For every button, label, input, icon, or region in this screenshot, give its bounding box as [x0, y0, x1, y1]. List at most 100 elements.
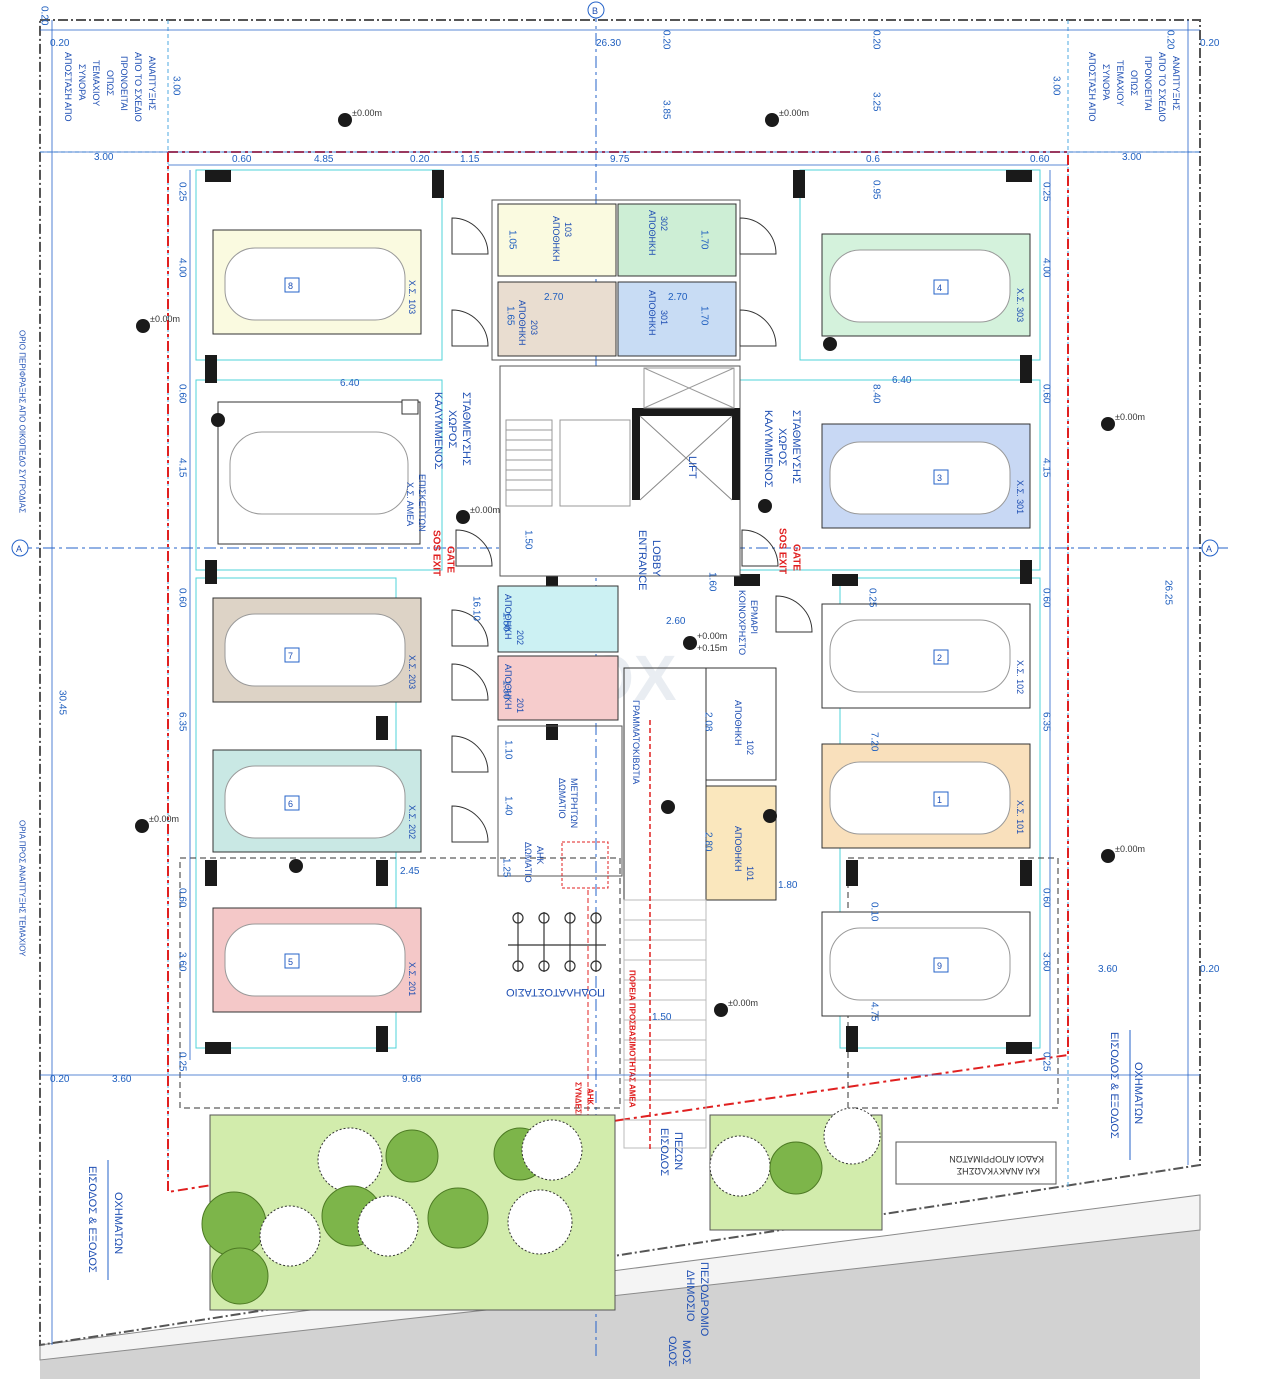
- axis-bubble-icon: [11, 539, 29, 557]
- dim: 0.60: [1041, 888, 1052, 908]
- ahk-room-label-1: ΔΩΜΑΤΙΟ: [523, 842, 533, 883]
- axis-marker-left: A: [11, 539, 29, 557]
- covered-parking-text: ΚΑΛΥΜΜΕΝΟΣ: [762, 410, 774, 488]
- vehicle-access-text: ΕΙΣΟΔΟΣ & ΕΞΟΔΟΣ: [1108, 1032, 1120, 1139]
- level-markers: [135, 113, 1115, 1017]
- recycling-label-1: ΚΑΔΟΙ ΑΠΟΡΡΙΜΑΤΩΝ: [949, 1154, 1044, 1164]
- dim: 9.66: [402, 1074, 422, 1085]
- dim: 4.15: [1041, 458, 1052, 478]
- plot-boundary: [39, 19, 1201, 1347]
- storage-label: ΑΠΟΘΗΚΗ: [733, 700, 743, 746]
- level-target-icon: [338, 113, 352, 127]
- column: [1006, 170, 1032, 182]
- column: [1020, 355, 1032, 383]
- axis-letter: A: [16, 544, 22, 554]
- storage-room: [617, 203, 737, 277]
- visitor-spot-label: Χ.Σ. ΑΜΕΑ ΕΠΙΣΚΕΠΤΩΝ: [405, 474, 427, 532]
- dim: 6.40: [892, 375, 912, 386]
- covered-parking-text: ΣΤΑΘΜΕΥΣΗΣ: [460, 392, 472, 466]
- level-label: ±0.00m: [149, 814, 179, 824]
- columns: [205, 170, 1032, 1054]
- road-text: ΟΔΟΣ: [666, 1336, 678, 1367]
- dim: 3.60: [177, 952, 188, 972]
- dim: 1.70: [699, 230, 710, 250]
- storage-code: 101: [745, 866, 755, 881]
- dim: 6.35: [1041, 712, 1052, 732]
- spot-number: 7: [288, 651, 293, 661]
- stair-flight: [505, 419, 553, 507]
- storage-label: ΑΠΟΘΗΚΗ: [517, 300, 527, 346]
- axis-letter: B: [592, 6, 598, 16]
- road-label: ΟΔΟΣ ΜΟΣ: [666, 1336, 692, 1367]
- dim: 6.40: [340, 378, 360, 389]
- setback-note-line: ΑΝΑΠΤΥΞΗΣ: [147, 56, 157, 111]
- column: [1020, 860, 1032, 886]
- tree: [507, 1189, 573, 1255]
- parking-spot-1: 1 Χ.Σ. 101: [821, 743, 1031, 849]
- storage-room: [497, 655, 619, 721]
- dim: 4.85: [314, 154, 334, 165]
- level-target-icon: [1101, 417, 1115, 431]
- level-label: +0.00m: [697, 631, 727, 641]
- spot-number: 9: [937, 961, 942, 971]
- level-label: ±0.00m: [779, 108, 809, 118]
- dim: 1.40: [503, 796, 514, 816]
- tree: [823, 1107, 881, 1165]
- column: [546, 724, 558, 740]
- spot-code: Χ.Σ. 202: [407, 805, 417, 839]
- spot-code: Χ.Σ. 301: [1015, 480, 1025, 514]
- car-outline: [829, 441, 1011, 515]
- car-outline: [829, 619, 1011, 693]
- lobby-label-2: LOBBY: [650, 540, 662, 577]
- spot-number-box: [933, 791, 949, 807]
- dim: 0.20: [1165, 30, 1176, 50]
- dim: 2.08: [703, 712, 714, 732]
- storage-room: [497, 585, 619, 653]
- dim: 4.00: [1041, 258, 1052, 278]
- dim: 0.25: [867, 588, 878, 608]
- spot-code: Χ.Σ. 303: [1015, 288, 1025, 322]
- storage-label: ΑΠΟΘΗΚΗ: [503, 664, 513, 710]
- visitor-spot-text: ΕΠΙΣΚΕΠΤΩΝ: [417, 474, 427, 532]
- bay-guide-nw: [195, 169, 443, 361]
- door: [451, 663, 489, 701]
- ahk-cabinet: [561, 841, 609, 889]
- spot-number-box: [284, 277, 300, 293]
- dim: 2.80: [703, 832, 714, 852]
- spot-number: 1: [937, 795, 942, 805]
- dim: 0.60: [1041, 384, 1052, 404]
- storage-code: 203: [529, 320, 539, 335]
- tree: [317, 1127, 383, 1193]
- tree: [521, 1119, 583, 1181]
- door: [739, 309, 777, 347]
- tree: [259, 1205, 321, 1267]
- vehicle-access-text: ΟΧΗΜΑΤΩΝ: [112, 1192, 124, 1254]
- parking-spot-visitors: [217, 399, 421, 545]
- storage-103: ΑΠΟΘΗΚΗ 103: [497, 203, 617, 277]
- dim: 0.25: [177, 1052, 188, 1072]
- dim-top-total: 26.30: [596, 38, 621, 49]
- level-target-icon: [683, 636, 697, 650]
- level-target-icon: [823, 337, 837, 351]
- vehicle-access-text: ΕΙΣΟΔΟΣ & ΕΞΟΔΟΣ: [86, 1166, 98, 1273]
- covered-parking-text: ΧΩΡΟΣ: [776, 428, 788, 466]
- spot-number-box: [933, 649, 949, 665]
- dim: 0.60: [232, 154, 252, 165]
- setback-note-line: ΣΥΝΟΡΑ: [77, 64, 87, 100]
- covered-parking-text: ΣΤΑΘΜΕΥΣΗΣ: [790, 410, 802, 484]
- spot-number: 4: [937, 283, 942, 293]
- spot-number-box: [284, 953, 300, 969]
- level-target-icon: [765, 113, 779, 127]
- storage-room: [705, 667, 777, 781]
- trees: [201, 1107, 881, 1305]
- dim: 4.00: [177, 258, 188, 278]
- meter-room-label-2: ΜΕΤΡΗΤΩΝ: [569, 778, 579, 828]
- level-target-icon: [456, 510, 470, 524]
- tree: [201, 1191, 267, 1257]
- parking-spot-5: 5 Χ.Σ. 201: [212, 907, 422, 1013]
- storage-room: [705, 785, 777, 901]
- visitor-spot-text: Χ.Σ. ΑΜΕΑ: [405, 482, 415, 526]
- dim: 9.75: [610, 154, 630, 165]
- dim: 1.50: [523, 530, 534, 550]
- dim: 1.70: [699, 306, 710, 326]
